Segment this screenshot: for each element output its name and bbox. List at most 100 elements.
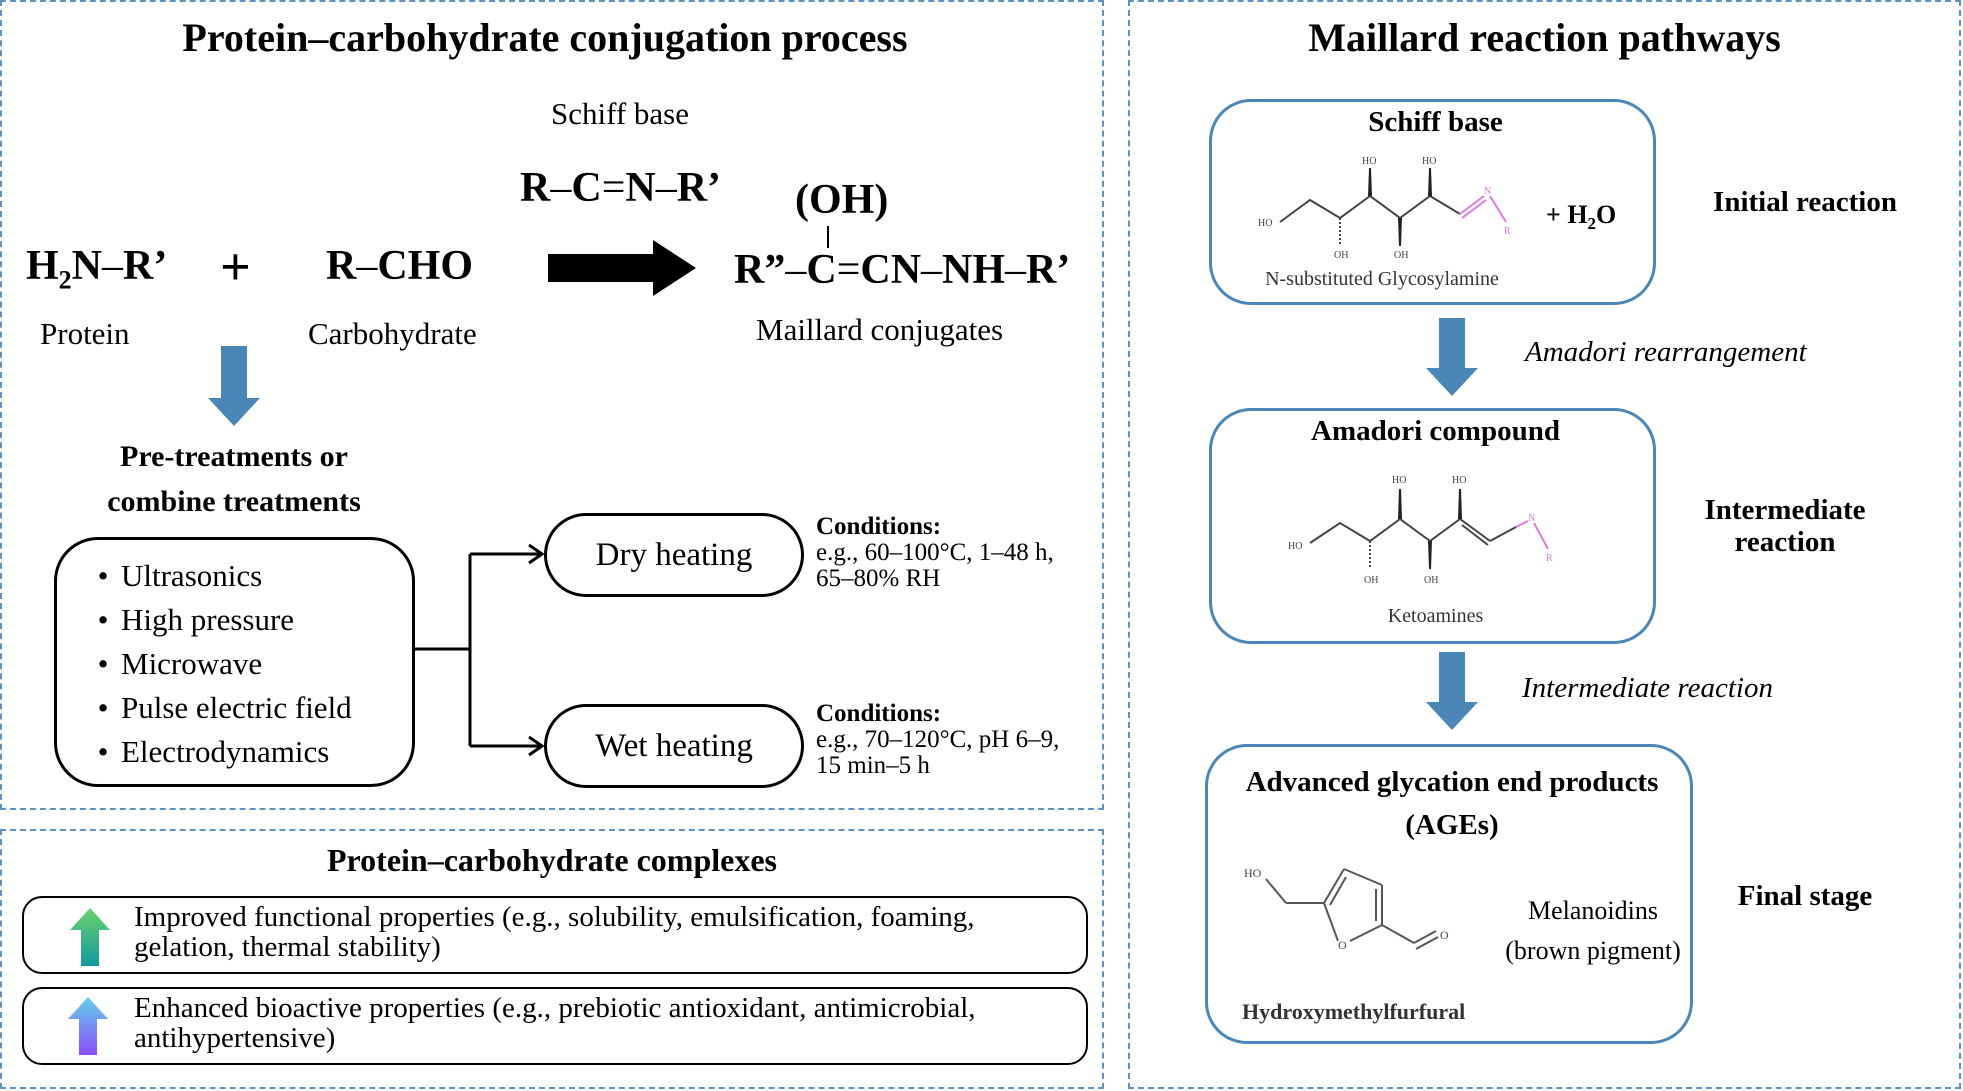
treatment-label: Electrodynamics [121,734,330,769]
schiff-base-box-title: Schiff base [1368,106,1503,138]
initial-reaction-label: Initial reaction [1713,186,1897,218]
green-up-arrow-icon [70,908,110,966]
bullet-icon: • [97,602,109,637]
subscript: 2 [1587,214,1597,234]
melanoidins-line1: Melanoidins [1528,896,1658,925]
protein-label: Protein [40,316,130,351]
protein-formula: H2N–R’ [26,242,167,295]
atom-label: N [1484,186,1491,197]
pretreatment-heading-line2: combine treatments [107,485,361,518]
bullet-icon: • [97,690,109,725]
atom-label: O [1338,938,1347,952]
ketoamine-molecule-icon: HO HO HO OH OH N R [1288,475,1553,586]
treatment-label: High pressure [121,602,295,637]
dry-heating-conditions: Conditions: e.g., 60–100°C, 1–48 h, 65–8… [816,514,1054,592]
atom-c: C [806,247,837,293]
atom-label: OH [1394,250,1408,261]
intermediate-reaction-label: Intermediate reaction [1680,494,1890,558]
glycosylamine-molecule-icon: HO HO HO OH OH N R [1258,156,1511,261]
conditions-line: 65–80% RH [816,565,941,592]
amadori-compound-box-title: Amadori compound [1311,415,1560,447]
atom-label: HO [1392,475,1406,486]
wet-heating-pill: Wet heating [544,704,804,788]
treatments-box: •Ultrasonics •High pressure •Microwave •… [54,537,415,787]
functional-properties-box: Improved functional properties (e.g., so… [22,896,1088,974]
dry-heating-pill: Dry heating [544,513,804,597]
atom-label: O [1440,928,1449,942]
atom-r-double-prime: R” [734,247,786,293]
maillard-pathways-panel [1128,0,1961,1089]
atom-label: HO [1288,541,1302,552]
double-bond: = [836,247,861,293]
ages-box: Advanced glycation end products (AGEs) H… [1205,744,1693,1044]
amadori-rearrangement-label: Amadori rearrangement [1525,336,1807,368]
melanoidins-label: Melanoidins (brown pigment) [1488,891,1698,971]
carbohydrate-formula: R–CHO [326,242,473,290]
atom-o: O [1596,200,1617,229]
bond: – [356,243,378,289]
atom-label: HO [1244,866,1262,880]
treatments-list: •Ultrasonics •High pressure •Microwave •… [85,554,352,774]
conjugation-process-title: Protein–carbohydrate conjugation process [182,15,908,60]
stage-label-line: Intermediate [1704,494,1866,526]
text-line: Improved functional properties (e.g., so… [134,901,975,933]
atom-label: OH [1364,575,1378,586]
down-arrow-icon [1426,652,1478,730]
bond: – [550,165,572,211]
atom-r: R [326,243,357,289]
functional-properties-text: Improved functional properties (e.g., so… [134,902,975,962]
atom-c: C [571,165,602,211]
conditions-line: e.g., 70–120°C, pH 6–9, [816,726,1060,753]
treatment-label: Microwave [121,646,263,681]
maillard-pathways-title: Maillard reaction pathways [1308,15,1781,60]
final-stage-label: Final stage [1737,880,1873,912]
bioactive-properties-text: Enhanced bioactive properties (e.g., pre… [134,993,976,1053]
ages-box-title: Advanced glycation end products (AGEs) [1208,761,1696,847]
pretreatment-heading-line1: Pre-treatments or [120,440,348,473]
bond: – [655,165,677,211]
conditions-heading: Conditions: [816,700,942,727]
carbohydrate-label: Carbohydrate [308,316,477,351]
atom-h: H [26,243,59,289]
bullet-icon: • [97,734,109,769]
plus-h: + H [1546,200,1588,229]
amadori-compound-box: Amadori compound HO HO HO OH OH N R Keto… [1209,408,1656,644]
text-line: antihypertensive) [134,1022,336,1054]
treatment-item: •Pulse electric field [85,686,352,730]
bond: – [785,247,807,293]
down-arrow-icon [1426,318,1478,396]
atom-label: HO [1258,218,1272,229]
treatment-item: •Microwave [85,642,352,686]
down-arrow-icon [208,346,260,426]
melanoidins-line2: (brown pigment) [1505,936,1681,965]
stage-label-line: reaction [1734,526,1836,558]
bullet-icon: • [97,558,109,593]
atom-label: N [1528,513,1535,524]
hydroxymethylfurfural-caption: Hydroxymethylfurfural [1242,999,1466,1024]
text-line: Enhanced bioactive properties (e.g., pre… [134,992,976,1024]
plus-sign: + [220,237,251,297]
atom-label: R [1504,226,1511,237]
atom-label: HO [1452,475,1466,486]
atom-label: R [1546,553,1553,564]
treatment-item: • Electrodynamics [85,730,352,774]
atom-r-prime: R’ [676,165,722,211]
product-vertical-bond [827,226,829,248]
conjugation-process-panel [0,0,1104,810]
arrowhead-icon [528,543,545,565]
ages-title-line1: Advanced glycation end products [1245,766,1659,798]
blue-up-arrow-icon [68,997,108,1055]
water-byproduct: + H2O [1546,200,1616,234]
pretreatment-heading: Pre-treatments or combine treatments [84,434,384,524]
atom-r: R [520,165,551,211]
conditions-heading: Conditions: [816,513,942,540]
subscript: 2 [58,265,72,295]
intermediate-reaction-transition-label: Intermediate reaction [1522,672,1773,704]
text-line: gelation, thermal stability) [134,931,441,963]
treatment-item: • Ultrasonics [85,554,352,598]
complexes-panel [0,829,1104,1089]
treatment-label: Ultrasonics [121,558,263,593]
schiff-base-label: Schiff base [550,96,690,131]
schiff-base-box: Schiff base HO HO HO OH OH N R + H2O N-s… [1209,99,1656,305]
bond: – [102,243,124,289]
